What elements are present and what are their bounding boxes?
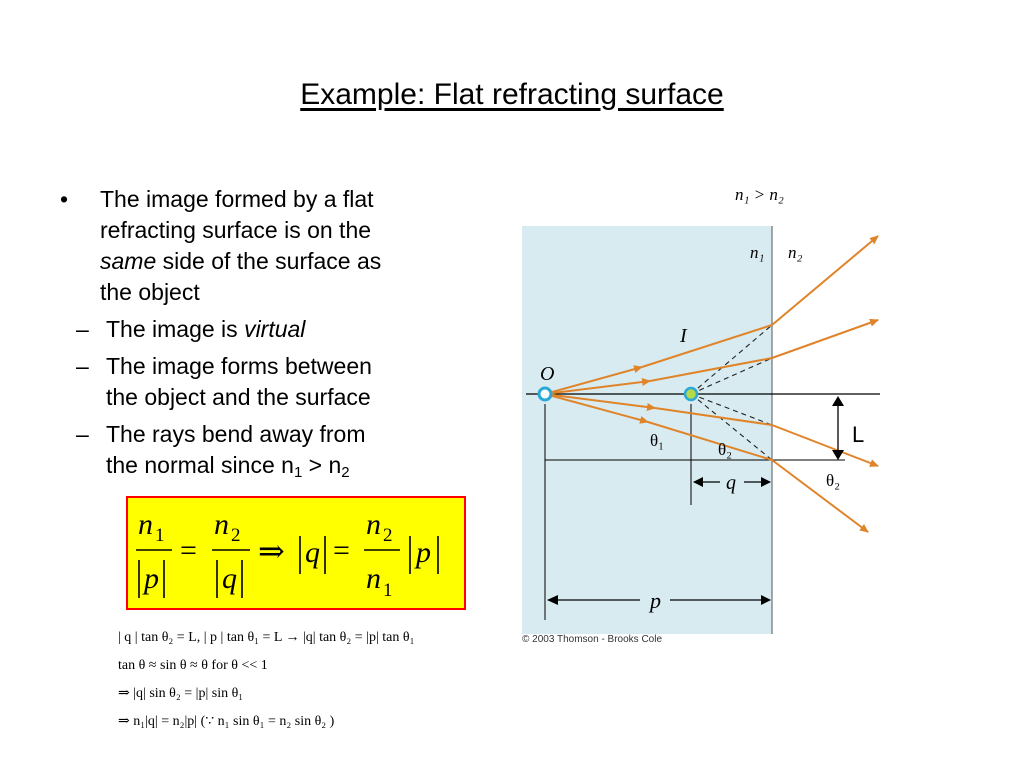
derivation-line-1: | q | tan θ₂ = L, | p | tan θ₁ = L → |q|… xyxy=(118,630,415,645)
eq-sub-1: 1 xyxy=(383,580,393,601)
subbullet-text: the normal since n xyxy=(106,452,294,478)
derivation: | q | tan θ₂ = L, | p | tan θ₁ = L → |q|… xyxy=(118,624,414,736)
object-label: O xyxy=(540,363,554,385)
bullet-line: refracting surface is on the xyxy=(100,217,372,243)
eq-n: n xyxy=(366,508,381,541)
bullet-dot: • xyxy=(60,186,69,212)
subbullet-text: the object and the surface xyxy=(106,384,371,410)
eq-n: n xyxy=(214,508,229,541)
bullet-text: side of the surface as xyxy=(156,248,382,274)
theta2-inner-label: θ₂ xyxy=(718,440,732,459)
eq-p: p xyxy=(142,562,159,595)
bullet-line: same side of the surface as xyxy=(100,246,480,277)
subbullet-text: The image forms between xyxy=(106,353,372,379)
eq-sub-2: 2 xyxy=(231,525,241,546)
object-point xyxy=(537,386,553,402)
p-arrow-right xyxy=(761,595,771,605)
subbullet-text: The image is xyxy=(106,316,245,342)
L-arrow-up xyxy=(832,396,844,406)
light-rays xyxy=(544,235,879,533)
eq-n: n xyxy=(366,562,381,595)
copyright-notice: © 2003 Thomson - Brooks Cole xyxy=(522,634,663,645)
n2-label: n₂ xyxy=(788,243,803,262)
derivation-line-3: ⇒ |q| sin θ₂ = |p| sin θ₁ xyxy=(118,686,244,701)
subbullet-virtual: – The image is virtual xyxy=(60,314,480,345)
eq-q: q xyxy=(305,536,320,569)
virtual-ray-extensions xyxy=(690,324,773,461)
bullet-line: the object xyxy=(100,279,200,305)
eq-p: p xyxy=(414,536,431,569)
condition-label: n₁ > n₂ xyxy=(735,185,784,204)
slide-title: Example: Flat refracting surface xyxy=(300,78,724,111)
theta2-outer-label: θ₂ xyxy=(826,471,840,490)
derivation-line-2: tan θ ≈ sin θ ≈ θ for θ << 1 xyxy=(118,658,268,673)
eq-equals: = xyxy=(333,534,350,567)
derivation-line-4: ⇒ n₁|q| = n₂|p| (∵ n₁ sin θ₁ = n₂ sin θ₂… xyxy=(118,714,335,729)
n1-label: n₁ xyxy=(750,243,764,262)
q-arrow-left xyxy=(693,477,703,487)
subscript: 1 xyxy=(293,464,303,481)
p-arrow-left xyxy=(547,595,558,605)
eq-n: n xyxy=(138,508,153,541)
q-label: q xyxy=(726,472,736,494)
eq-q: q xyxy=(222,562,237,595)
bullet-list: • The image formed by a flat refracting … xyxy=(60,184,480,481)
subbullet-between: – The image forms between the object and… xyxy=(60,351,480,413)
glass-medium xyxy=(522,226,772,634)
main-equation-box: n 1 p = n 2 q ⇒ q = n 2 n xyxy=(126,496,466,610)
L-arrow-down xyxy=(832,450,844,460)
eq-sub-1: 1 xyxy=(155,525,165,546)
subbullet-text: > n xyxy=(302,452,342,478)
subscript: 2 xyxy=(341,464,350,481)
L-label: L xyxy=(852,422,864,447)
subbullet-text: The rays bend away from xyxy=(106,421,366,447)
main-equation: n 1 p = n 2 q ⇒ q = n 2 n xyxy=(136,508,439,601)
subbullet-bend: – The rays bend away from the normal sin… xyxy=(60,419,480,481)
emphasis-virtual: virtual xyxy=(244,316,306,342)
eq-implies: ⇒ xyxy=(258,533,285,569)
emphasis-same: same xyxy=(100,248,157,274)
bullet-line: The image formed by a flat xyxy=(100,186,374,212)
image-label: I xyxy=(679,325,688,347)
image-point xyxy=(683,386,699,402)
eq-equals: = xyxy=(180,534,197,567)
q-arrow-right xyxy=(761,477,771,487)
p-label: p xyxy=(648,588,661,613)
bullet-main: • The image formed by a flat refracting … xyxy=(60,184,480,308)
subbullet-dash: – xyxy=(76,421,89,447)
subbullet-dash: – xyxy=(76,353,89,379)
subbullet-text: the normal since n1 > n2 xyxy=(106,450,480,481)
eq-sub-2: 2 xyxy=(383,525,393,546)
theta1-label: θ₁ xyxy=(650,431,664,450)
subbullet-dash: – xyxy=(76,316,89,342)
